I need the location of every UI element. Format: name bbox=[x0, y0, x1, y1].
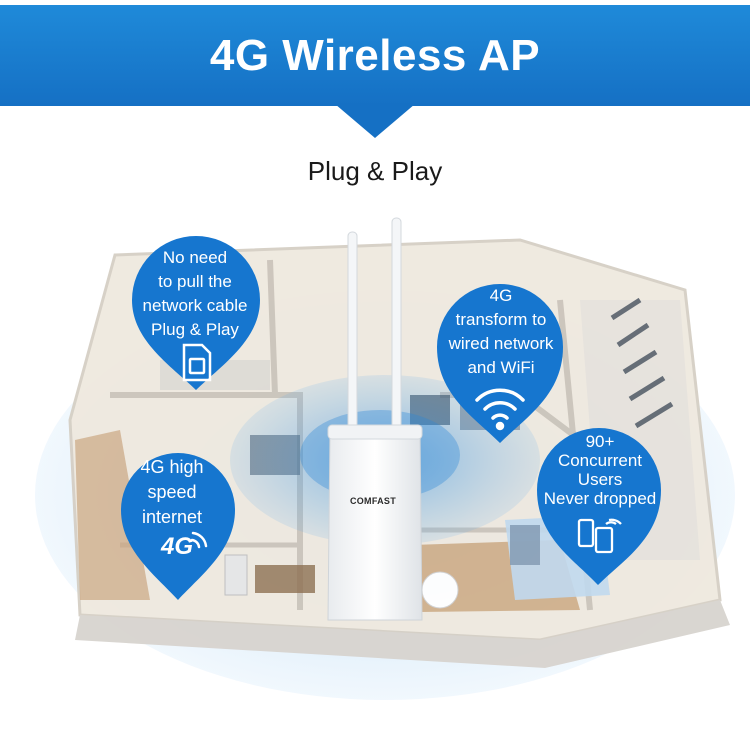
bubble-speed-line: 4G high bbox=[140, 457, 204, 477]
bubble-users-shape bbox=[537, 428, 661, 585]
header-banner bbox=[0, 5, 750, 106]
device-brand-label: COMFAST bbox=[349, 496, 397, 506]
bubble-users-line: Users bbox=[577, 470, 623, 489]
bubble-users-text: 90+ Concurrent Users Never dropped bbox=[535, 432, 665, 508]
bubble-transform-line: 4G bbox=[489, 286, 513, 305]
bubble-transform-text: 4G transform to wired network and WiFi bbox=[436, 284, 566, 380]
bubble-cable-shape bbox=[132, 236, 260, 390]
bubble-cable-line: Plug & Play bbox=[151, 320, 239, 339]
bubble-users-line: Concurrent bbox=[557, 451, 643, 470]
bubble-transform-line: and WiFi bbox=[467, 358, 535, 377]
4g-signal-icon bbox=[190, 531, 208, 549]
bubble-speed-line: speed bbox=[147, 482, 197, 502]
devices-wifi-icon bbox=[577, 518, 622, 554]
page-title: 4G Wireless AP bbox=[209, 31, 541, 80]
bubble-cable-line: No need bbox=[162, 248, 228, 267]
bubble-transform-line: transform to bbox=[455, 310, 547, 329]
bubble-users-line: Never dropped bbox=[543, 489, 657, 508]
bubble-users-line: 90+ bbox=[585, 432, 615, 451]
wifi-icon bbox=[475, 388, 525, 431]
bubble-cable-line: network cable bbox=[142, 296, 248, 315]
bubble-cable-line: to pull the bbox=[158, 272, 232, 291]
bubble-transform-line: wired network bbox=[448, 334, 554, 353]
page-subtitle: Plug & Play bbox=[307, 156, 443, 186]
router-device bbox=[327, 217, 423, 621]
bubble-speed-text: 4G high speed internet bbox=[126, 455, 218, 530]
bubble-cable-text: No need to pull the network cable Plug &… bbox=[130, 246, 260, 342]
header-notch bbox=[335, 104, 415, 138]
bubble-speed-shape bbox=[121, 453, 235, 600]
sim-card-icon bbox=[182, 343, 212, 382]
bubble-transform-shape bbox=[437, 284, 563, 443]
4g-badge: 4G bbox=[160, 533, 193, 560]
bubble-speed-line: internet bbox=[141, 507, 203, 527]
